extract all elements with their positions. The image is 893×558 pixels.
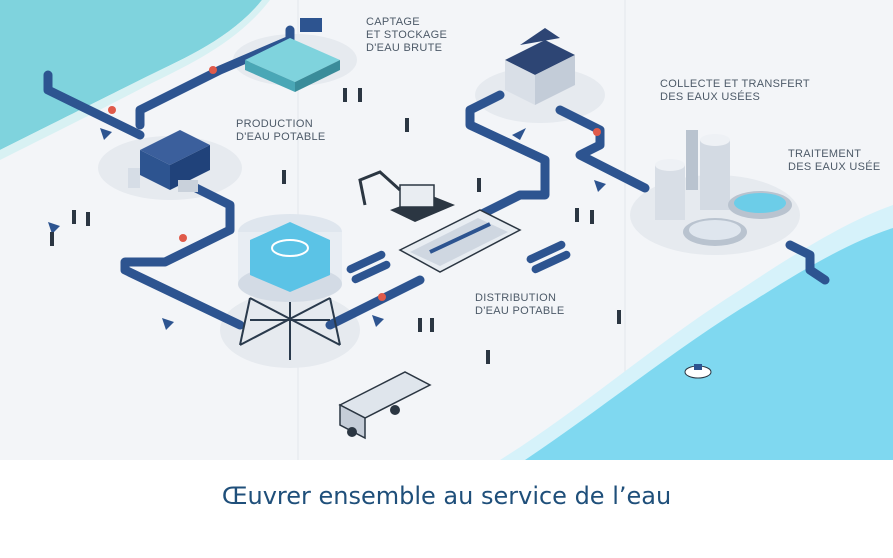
worker-icon xyxy=(343,88,347,102)
label-captage: CAPTAGE ET STOCKAGE D'EAU BRUTE xyxy=(366,16,447,55)
pipe-stack-icon xyxy=(346,240,571,284)
label-line: CAPTAGE xyxy=(366,16,420,28)
label-line: D'EAU POTABLE xyxy=(475,305,565,317)
pipe-production-to-captage xyxy=(135,25,295,130)
flow-arrows xyxy=(48,128,606,330)
worker-icon xyxy=(430,318,434,332)
worker-icon xyxy=(418,318,422,332)
label-line: DES EAUX USÉES xyxy=(660,91,761,103)
label-line: D'EAU POTABLE xyxy=(236,131,326,143)
water-tower-icon xyxy=(238,214,342,360)
caption: Œuvrer ensemble au service de l’eau xyxy=(221,482,672,510)
valve-icon xyxy=(378,293,386,301)
label-collecte: COLLECTE ET TRANSFERT DES EAUX USÉES xyxy=(660,78,810,104)
excavator-icon xyxy=(358,170,455,222)
label-line: D'EAU BRUTE xyxy=(366,42,443,54)
reservoir-icon xyxy=(245,18,340,92)
sea-water xyxy=(0,0,262,150)
boat-icon xyxy=(684,364,712,379)
arrow-icon xyxy=(372,315,384,327)
label-line: TRAITEMENT xyxy=(788,148,862,160)
treatment-plant-icon xyxy=(655,130,792,246)
factory-icon xyxy=(128,130,210,192)
arrow-icon xyxy=(100,128,112,140)
worker-icon xyxy=(358,88,362,102)
worker-icon xyxy=(86,212,90,226)
label-line: COLLECTE ET TRANSFERT xyxy=(660,78,810,90)
worker-icon xyxy=(617,310,621,324)
arrow-icon xyxy=(512,128,526,140)
label-line: ET STOCKAGE xyxy=(366,29,448,41)
diagram-canvas xyxy=(0,0,893,460)
arrow-icon xyxy=(594,180,606,192)
worker-icon xyxy=(486,350,490,364)
house-icon xyxy=(505,28,575,105)
water-cycle-diagram: CAPTAGE ET STOCKAGE D'EAU BRUTE PRODUCTI… xyxy=(0,0,893,460)
sea-shore xyxy=(0,0,270,160)
worker-icon xyxy=(405,118,409,132)
pipe-production-to-tower xyxy=(120,180,245,330)
valve-icon xyxy=(108,106,116,114)
workers xyxy=(50,88,621,364)
label-line: DES EAUX USÉE xyxy=(788,161,881,173)
trench-icon xyxy=(398,209,522,273)
worker-icon xyxy=(590,210,594,224)
pipe-sea-to-production xyxy=(43,70,145,140)
pipe-treatment-to-river xyxy=(785,240,830,285)
valves xyxy=(108,66,601,301)
valve-icon xyxy=(209,66,217,74)
valve-icon xyxy=(593,128,601,136)
pipe-distribution-to-house xyxy=(425,90,550,245)
worker-icon xyxy=(282,170,286,184)
label-traitement: TRAITEMENT DES EAUX USÉE xyxy=(788,148,881,174)
label-distribution: DISTRIBUTION D'EAU POTABLE xyxy=(475,292,565,318)
arrow-icon xyxy=(48,222,60,234)
label-line: DISTRIBUTION xyxy=(475,292,557,304)
worker-icon xyxy=(50,232,54,246)
worker-icon xyxy=(575,208,579,222)
river-water xyxy=(525,228,893,460)
label-production: PRODUCTION D'EAU POTABLE xyxy=(236,118,326,144)
truck-icon xyxy=(338,371,432,440)
pipe-house-to-treatment xyxy=(555,105,650,193)
worker-icon xyxy=(477,178,481,192)
label-line: PRODUCTION xyxy=(236,118,313,130)
arrow-icon xyxy=(162,318,174,330)
valve-icon xyxy=(179,234,187,242)
worker-icon xyxy=(72,210,76,224)
